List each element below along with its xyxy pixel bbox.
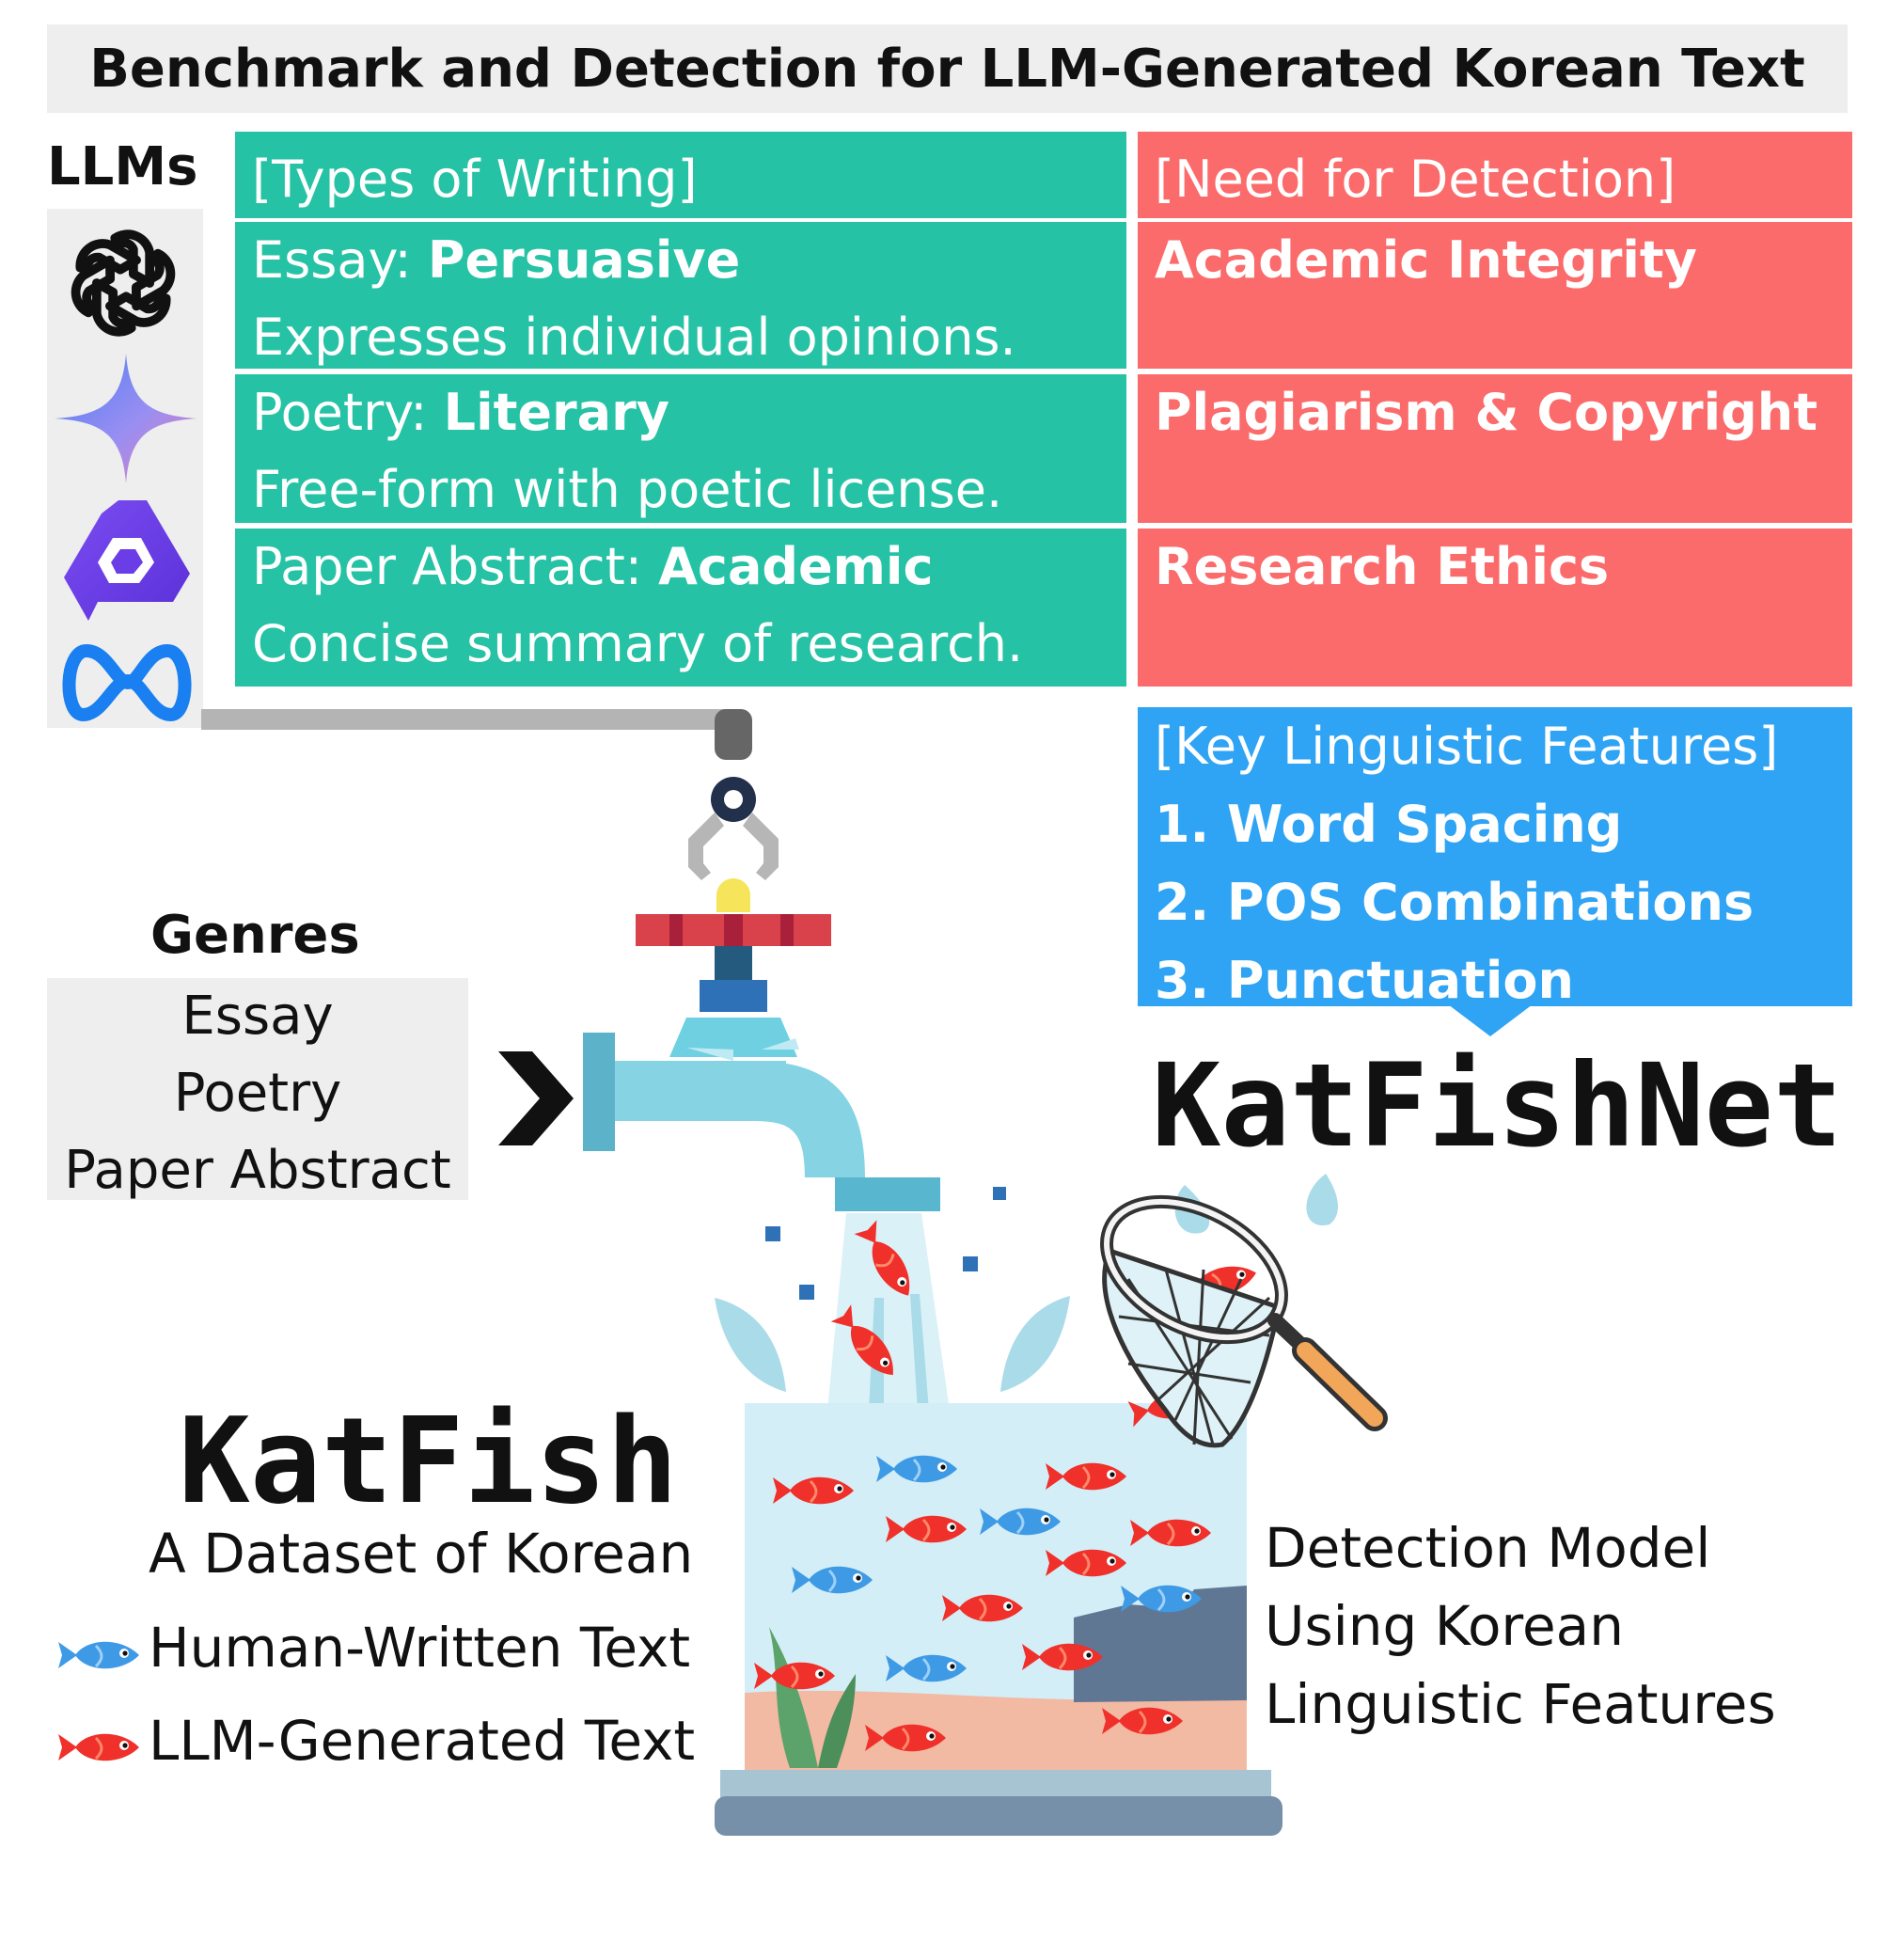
linguistic-feature-item: 2. POS Combinations — [1155, 873, 1755, 932]
katfishnet-description-line: Detection Model — [1265, 1516, 1711, 1580]
katfishnet-description-line: Using Korean — [1265, 1594, 1624, 1658]
katfishnet-description-line: Linguistic Features — [1265, 1672, 1776, 1736]
detection-need-item: Research Ethics — [1138, 529, 1852, 687]
katfish-subtitle: A Dataset of Korean — [149, 1522, 694, 1586]
legend-llm-label: LLM-Generated Text — [149, 1709, 696, 1773]
writing-type-desc: Concise summary of research. — [252, 614, 1024, 673]
fishing-net-icon — [1100, 1174, 1388, 1448]
linguistic-feature-item: 3. Punctuation — [1155, 951, 1574, 1010]
writing-types-header-text: [Types of Writing] — [252, 150, 698, 209]
llm-pipe — [201, 709, 728, 730]
detection-need-text: Research Ethics — [1155, 537, 1610, 596]
writing-type-desc: Expresses individual opinions. — [252, 308, 1016, 367]
detection-need-item: Academic Integrity — [1138, 222, 1852, 369]
openai-logo-icon — [62, 229, 184, 344]
linguistic-feature-item: 1. Word Spacing — [1155, 795, 1623, 854]
genre-item: Poetry — [173, 1063, 342, 1124]
qwen-logo-icon — [64, 500, 190, 621]
katfishnet-description: Detection Model Using Korean Linguistic … — [1265, 1509, 1776, 1744]
callout-pointer — [1448, 1004, 1533, 1036]
chevron-right-icon — [498, 1051, 574, 1145]
writing-type-poetry: Poetry: Literary Free-form with poetic l… — [235, 374, 1126, 523]
linguistic-features-header: [Key Linguistic Features] — [1155, 717, 1779, 776]
katfishnet-title: KatFishNet — [1152, 1039, 1843, 1173]
detection-need-header: [Need for Detection] — [1138, 132, 1852, 218]
page-title: Benchmark and Detection for LLM-Generate… — [47, 24, 1848, 113]
llm-fish-icon — [56, 1732, 141, 1762]
genre-item: Paper Abstract — [64, 1140, 451, 1201]
writing-type-prefix: Paper Abstract: — [252, 537, 659, 596]
legend-human-label: Human-Written Text — [149, 1616, 691, 1680]
writing-type-strong: Literary — [443, 383, 669, 442]
writing-type-essay: Essay: Persuasive Expresses individual o… — [235, 222, 1126, 369]
writing-type-strong: Academic — [658, 537, 934, 596]
faucet-illustration — [583, 709, 940, 1211]
detection-need-item: Plagiarism & Copyright — [1138, 374, 1852, 523]
llms-label: LLMs — [47, 136, 198, 197]
katfish-title: KatFish — [179, 1392, 679, 1530]
detection-need-text: Plagiarism & Copyright — [1155, 383, 1818, 442]
writing-type-prefix: Essay: — [252, 230, 428, 290]
writing-type-strong: Persuasive — [427, 230, 741, 290]
meta-logo-icon — [62, 644, 192, 721]
writing-types-header: [Types of Writing] — [235, 132, 1126, 218]
detection-need-header-text: [Need for Detection] — [1155, 150, 1676, 209]
detection-need-text: Academic Integrity — [1155, 230, 1697, 290]
writing-type-abstract: Paper Abstract: Academic Concise summary… — [235, 529, 1126, 687]
writing-type-desc: Free-form with poetic license. — [252, 460, 1003, 519]
writing-type-prefix: Poetry: — [252, 383, 444, 442]
human-fish-icon — [56, 1640, 141, 1670]
linguistic-features-box: [Key Linguistic Features] 1. Word Spacin… — [1138, 707, 1852, 1010]
water-splash — [715, 1187, 1070, 1411]
genres-label: Genres — [150, 905, 360, 966]
gemini-logo-icon — [55, 354, 197, 483]
genres-list: Essay Poetry Paper Abstract — [47, 978, 468, 1201]
genre-item: Essay — [181, 986, 334, 1047]
